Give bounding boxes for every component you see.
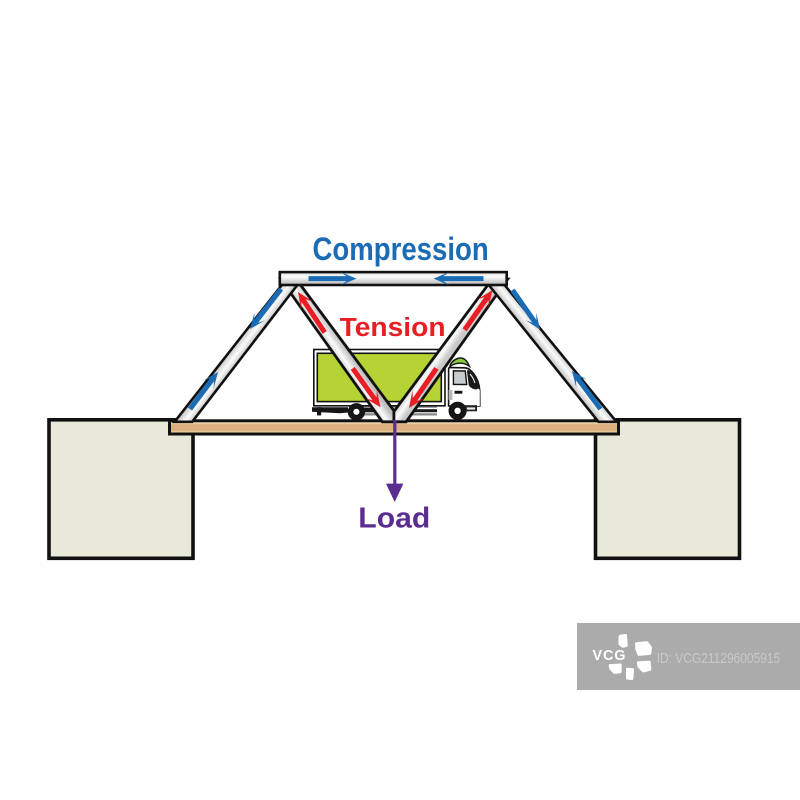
- svg-text:Load: Load: [358, 502, 430, 534]
- svg-text:VCG: VCG: [593, 648, 627, 664]
- svg-text:Tension: Tension: [340, 312, 446, 342]
- svg-text:ID: VCG211296005915: ID: VCG211296005915: [657, 651, 781, 667]
- svg-text:Compression: Compression: [313, 231, 489, 267]
